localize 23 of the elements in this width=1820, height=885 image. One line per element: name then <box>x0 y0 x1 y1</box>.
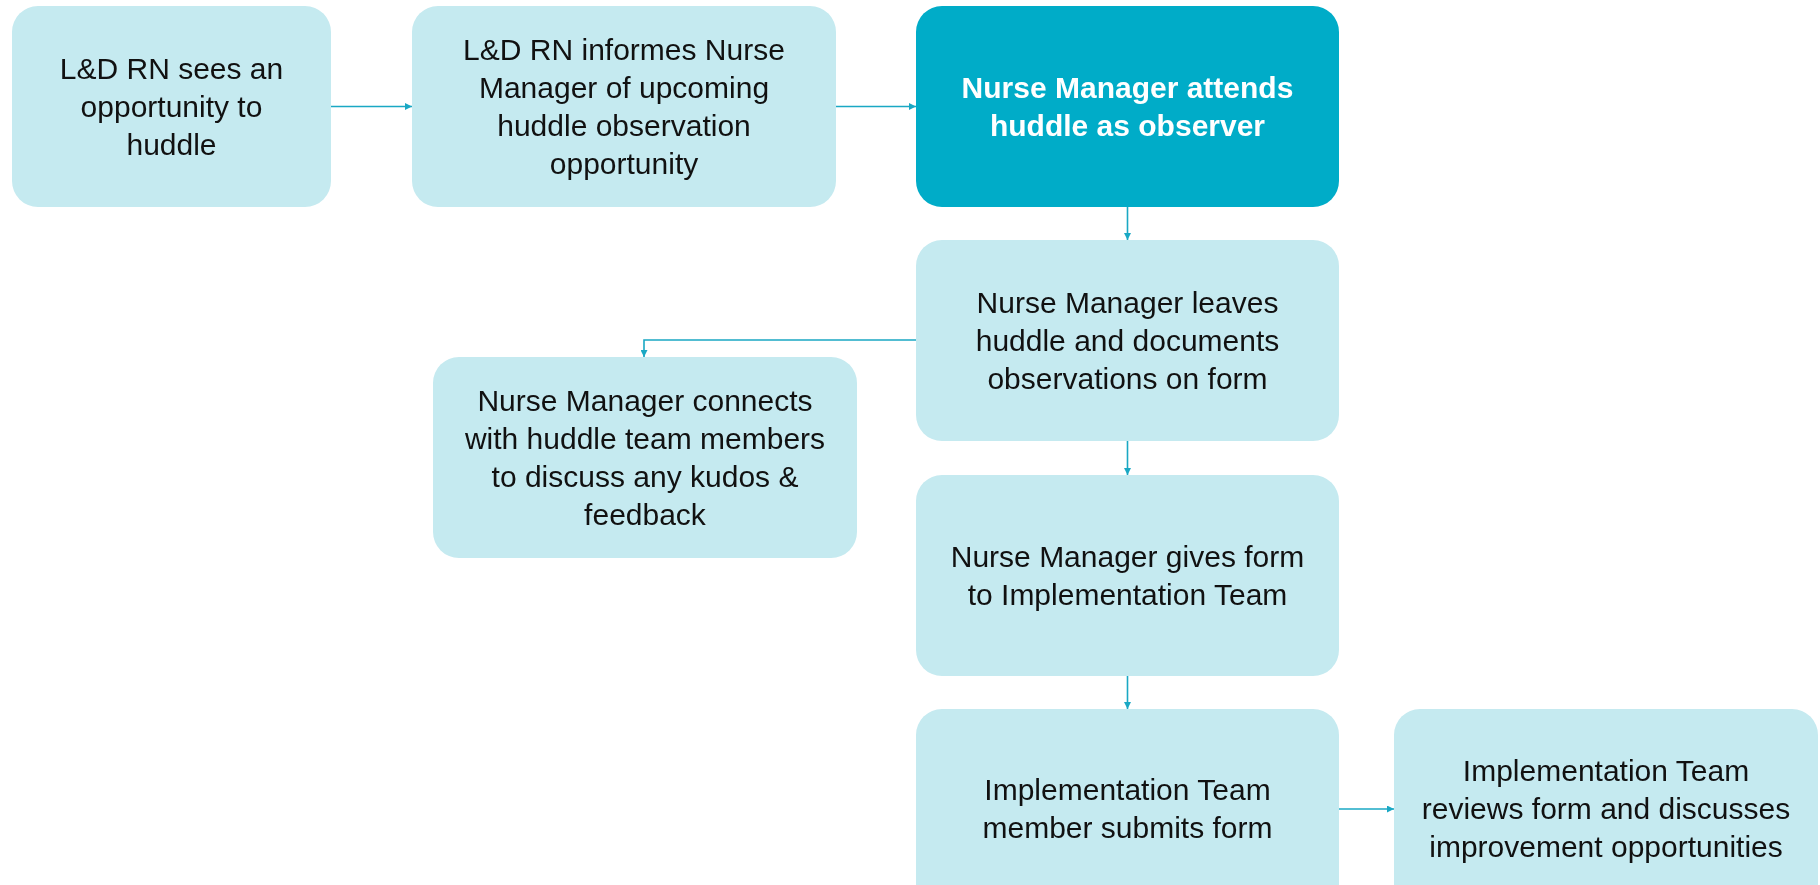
arrow <box>1124 675 1131 710</box>
arrow <box>640 339 917 358</box>
step-text: L&D RN sees an opportunity to huddle <box>58 50 285 163</box>
process-box <box>1394 709 1818 885</box>
process-box <box>412 6 836 207</box>
arrow <box>330 103 413 110</box>
step-text: Nurse Manager connects with huddle team members to discuss any kudos & feedback <box>463 382 827 533</box>
process-box <box>916 475 1339 676</box>
step-text: Nurse Manager gives form to Implementation Team <box>949 538 1306 613</box>
step-text: Nurse Manager leaves huddle and documents observations on form <box>974 284 1281 397</box>
process-box <box>916 709 1339 885</box>
arrow <box>1124 440 1131 476</box>
arrow <box>1338 805 1395 813</box>
step-text: Nurse Manager attends huddle as observer <box>960 69 1295 144</box>
step-text: Implementation Team reviews form and discusses improvement opportunities <box>1420 753 1792 865</box>
process-box <box>916 6 1339 207</box>
process-box <box>433 357 857 558</box>
process-box <box>916 240 1339 441</box>
arrow <box>1124 206 1131 241</box>
arrow <box>835 103 917 110</box>
step-text: L&D RN informes Nurse Manager of upcoming huddle observation opportunity <box>462 31 786 182</box>
step-text: Implementation Team member submits form <box>981 772 1274 846</box>
process-box <box>12 6 331 207</box>
